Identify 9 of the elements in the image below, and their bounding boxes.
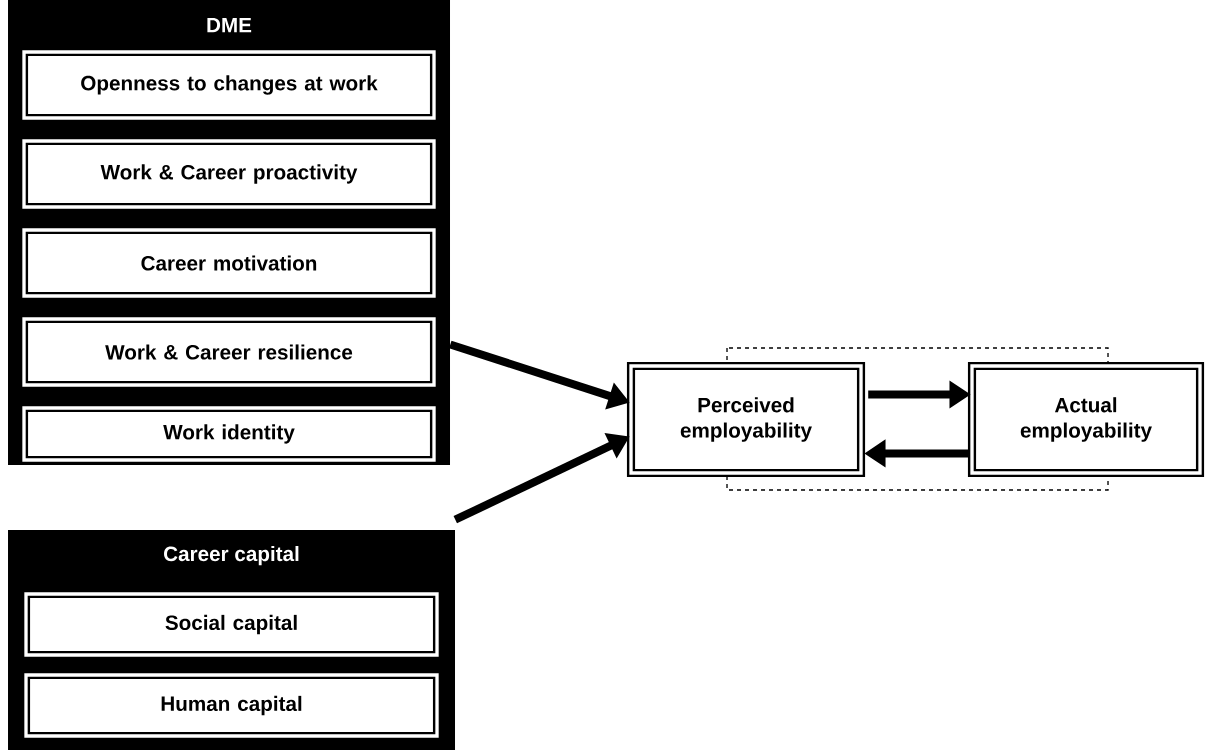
double-box: Openness to changes at work xyxy=(19,47,439,123)
double-box: Career motivation xyxy=(19,225,439,301)
double-box: Perceived employability xyxy=(626,361,866,478)
double-box: Work identity xyxy=(19,403,439,465)
double-box: Work & Career proactivity xyxy=(19,136,439,212)
double-box: Work & Career resilience xyxy=(19,314,439,390)
double-box: Human capital xyxy=(21,670,442,741)
double-box: Actual employability xyxy=(967,361,1205,478)
double-box: Social capital xyxy=(21,589,442,660)
